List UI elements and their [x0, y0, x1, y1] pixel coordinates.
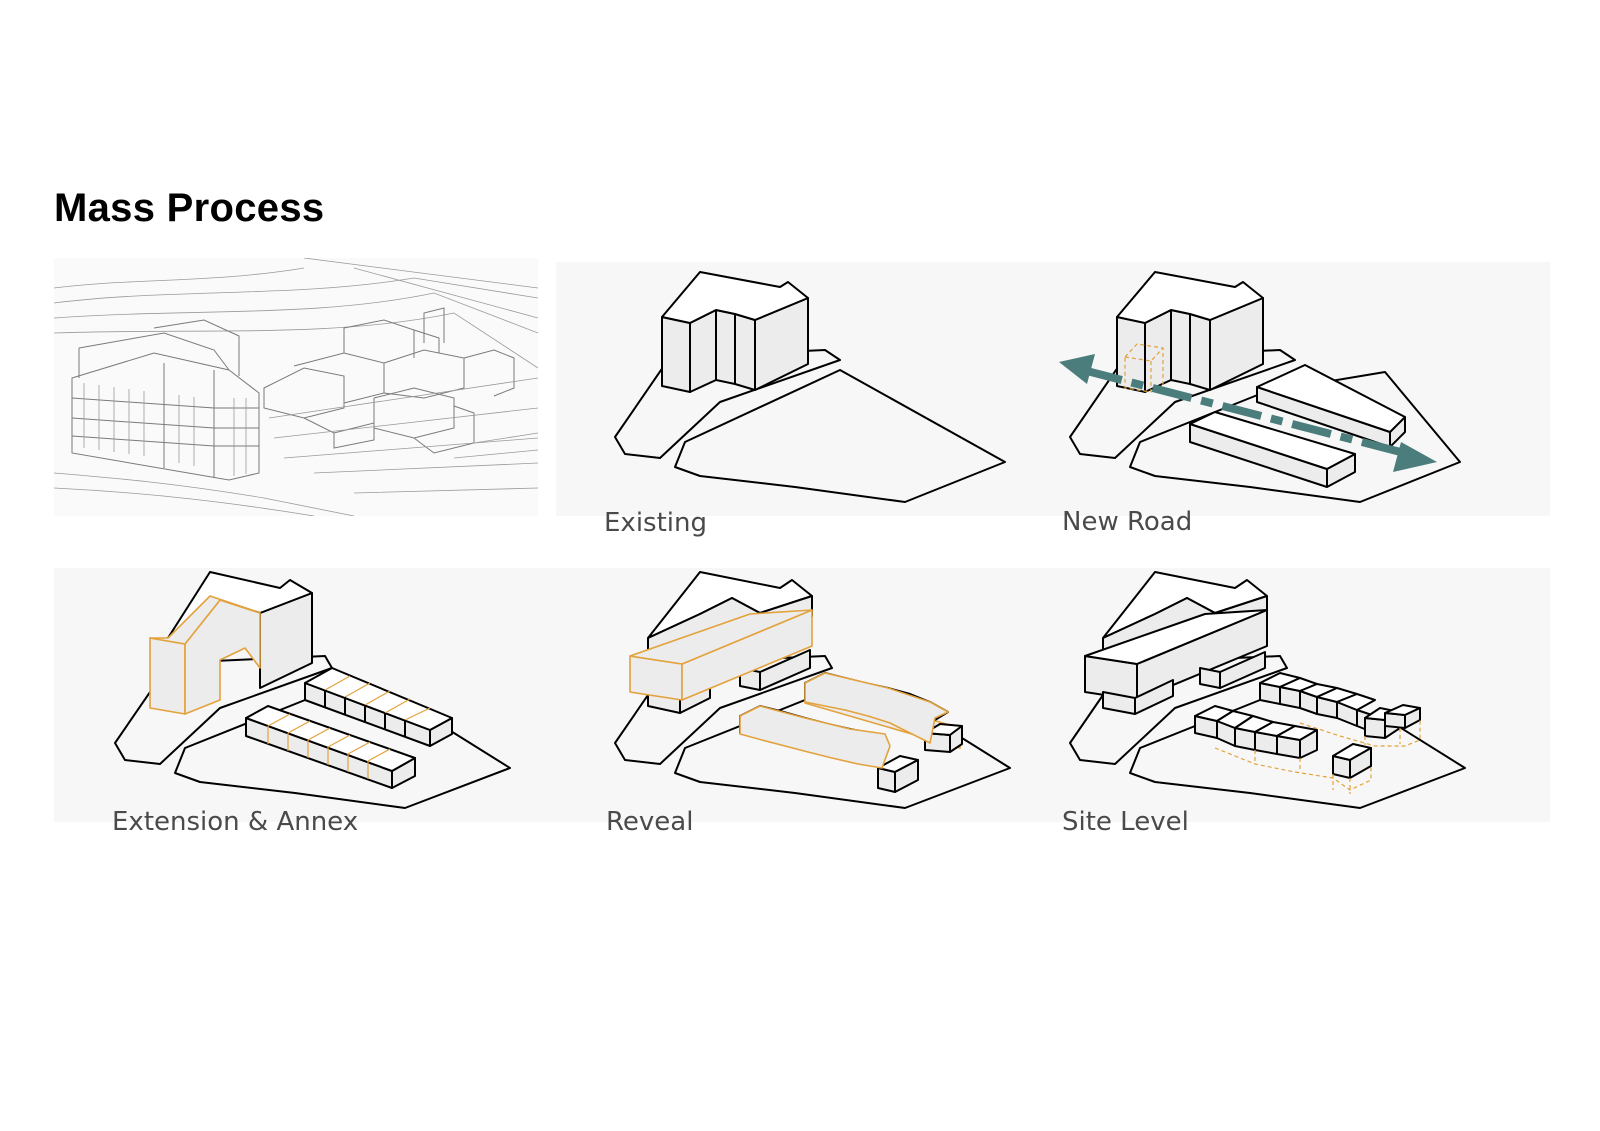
reveal-diagram — [614, 571, 1011, 809]
caption-reveal: Reveal — [606, 807, 694, 837]
site-level-diagram — [1069, 571, 1466, 809]
caption-site-level: Site Level — [1062, 807, 1189, 837]
caption-new-road: New Road — [1062, 507, 1193, 537]
page-title: Mass Process — [54, 186, 325, 230]
perspective-sketch-drawing — [54, 258, 538, 516]
perspective-sketch-panel — [54, 258, 538, 516]
caption-existing: Existing — [604, 508, 707, 538]
extension-annex-diagram — [114, 571, 511, 809]
road-direction-arrow — [1059, 354, 1437, 472]
existing-diagram — [614, 271, 1006, 503]
caption-extension-annex: Extension & Annex — [112, 807, 359, 837]
new-road-diagram — [1059, 271, 1461, 503]
